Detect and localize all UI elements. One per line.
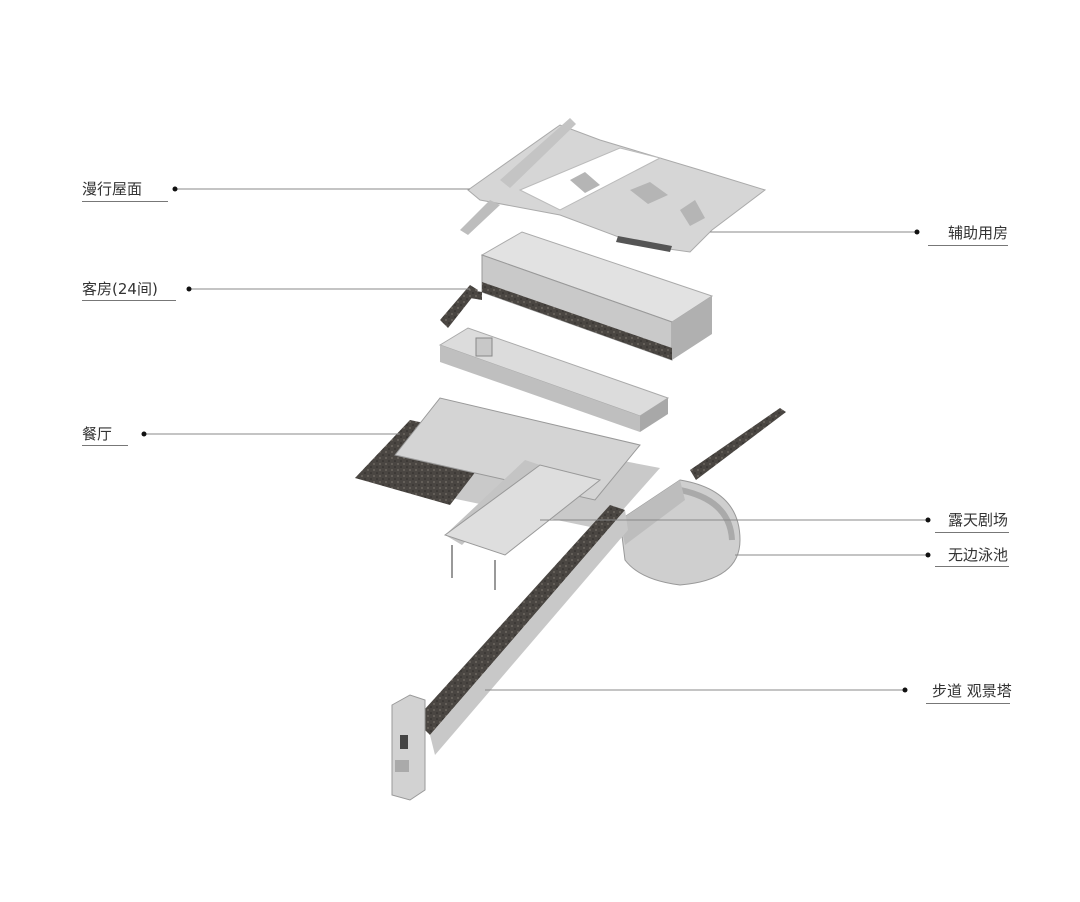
theater-pool	[619, 408, 786, 586]
label-roof: 漫行屋面	[82, 180, 143, 198]
underline-restaurant	[82, 445, 128, 446]
leader-lines	[144, 188, 928, 691]
restaurant-roof-slab	[438, 327, 670, 432]
underline-auxiliary	[928, 245, 1008, 246]
underline-guest-rooms	[82, 300, 176, 301]
restaurant-floor	[355, 397, 660, 590]
underline-roof	[82, 201, 168, 202]
label-walkway-tower: 步道 观景塔	[932, 682, 1012, 700]
guest-rooms-block	[440, 231, 714, 361]
underline-pool	[935, 566, 1009, 567]
label-theater: 露天剧场	[948, 511, 1009, 529]
roof-layer	[460, 118, 767, 253]
label-guest-rooms: 客房(24间)	[82, 280, 158, 298]
label-auxiliary: 辅助用房	[948, 224, 1009, 242]
underline-theater	[935, 532, 1009, 533]
label-pool: 无边泳池	[948, 546, 1009, 564]
underline-walkway-tower	[926, 703, 1010, 704]
leader-dots	[141, 186, 931, 693]
label-restaurant: 餐厅	[82, 425, 113, 443]
walkway-tower	[391, 505, 628, 801]
